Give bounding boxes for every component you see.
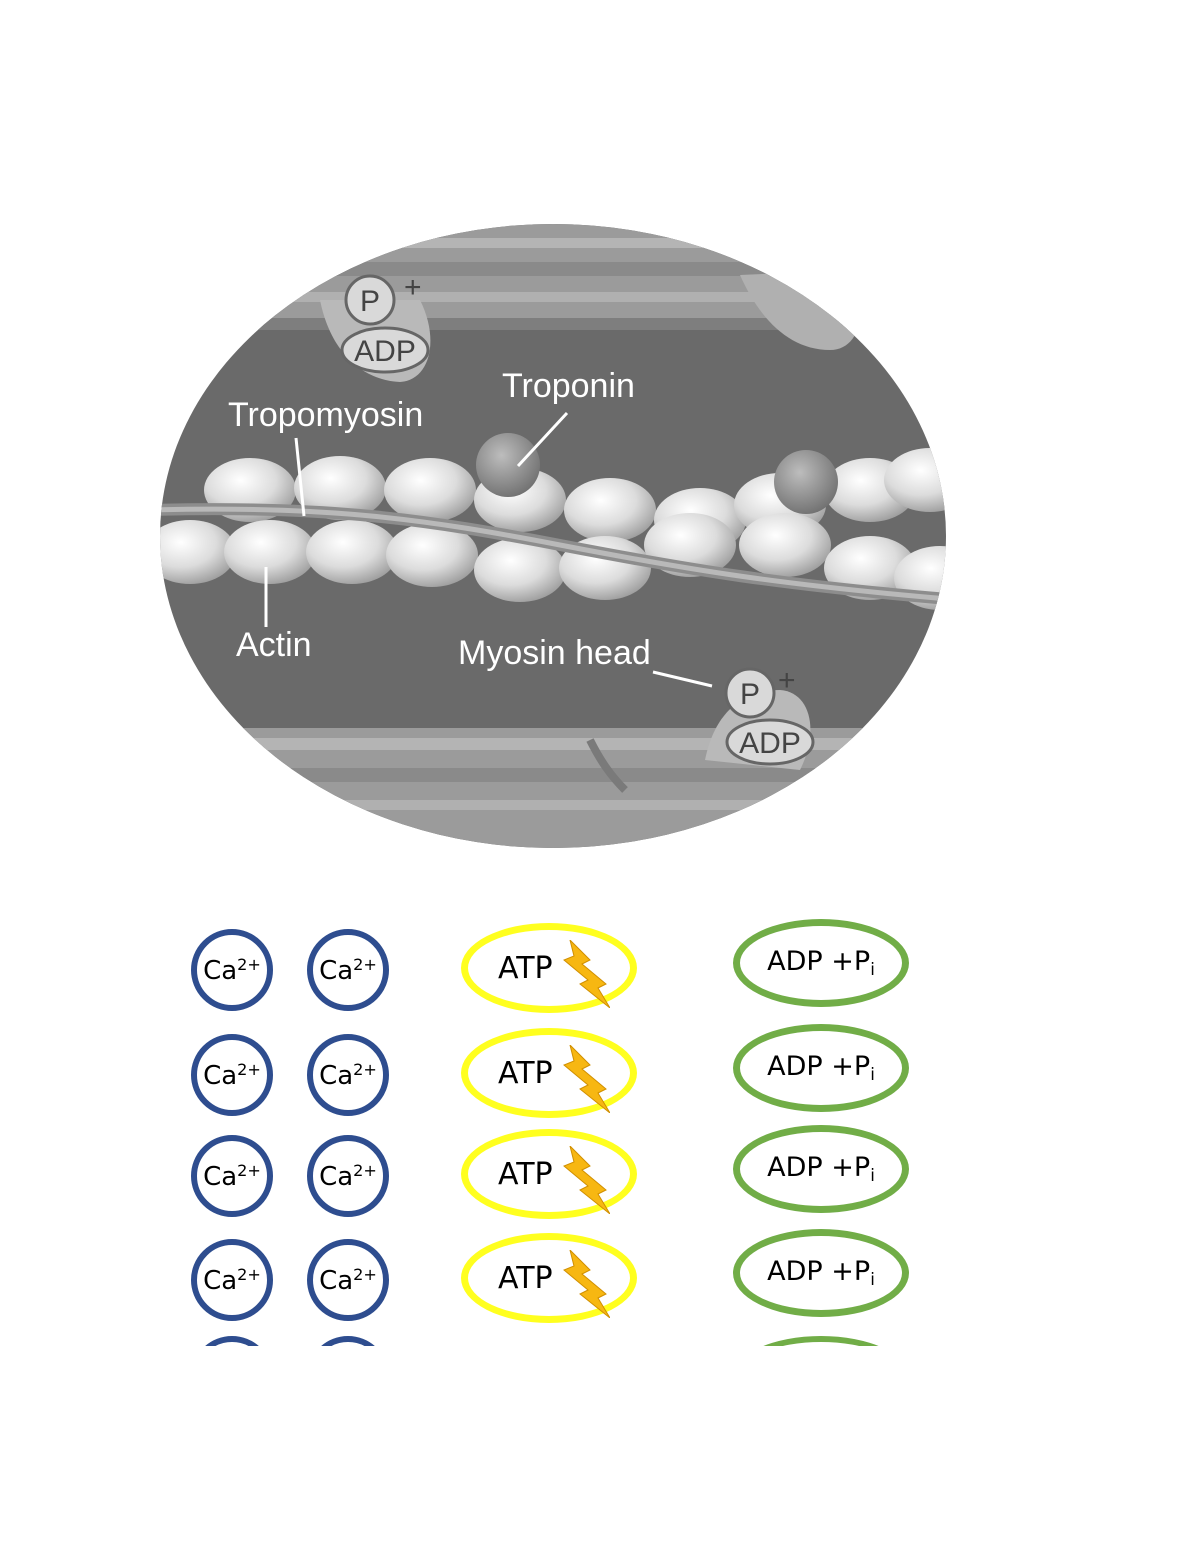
calcium-ion-token[interactable]: Ca2+ — [191, 1135, 273, 1217]
cut-off-token-edge — [307, 1336, 389, 1346]
atp-token[interactable]: ATP — [461, 1129, 637, 1219]
calcium-charge: 2+ — [353, 1160, 377, 1180]
adp-pi-label: ADP +Pi — [767, 946, 875, 980]
calcium-charge: 2+ — [353, 1059, 377, 1079]
upper-phosphate-label: P — [360, 285, 380, 318]
cut-off-token-edge — [191, 1336, 273, 1346]
calcium-charge: 2+ — [237, 1059, 261, 1079]
myosin-head-label: Myosin head — [458, 634, 651, 672]
calcium-charge: 2+ — [237, 954, 261, 974]
calcium-charge: 2+ — [237, 1264, 261, 1284]
atp-token[interactable]: ATP — [461, 1233, 637, 1323]
adp-pi-subscript: i — [870, 959, 875, 980]
calcium-label: Ca2+ — [203, 1264, 261, 1296]
lightning-bolt-icon — [563, 1045, 610, 1113]
calcium-ion-token[interactable]: Ca2+ — [307, 1239, 389, 1321]
adp-pi-label: ADP +Pi — [767, 1256, 875, 1290]
adp-pi-label: ADP +Pi — [767, 1051, 875, 1085]
calcium-ion-token[interactable]: Ca2+ — [191, 1239, 273, 1321]
lower-phosphate-label: P — [740, 678, 760, 711]
actin-bead — [474, 538, 566, 602]
adp-pi-token[interactable]: ADP +Pi — [733, 919, 909, 1007]
atp-token[interactable]: ATP — [461, 1028, 637, 1118]
actin-bead — [386, 523, 478, 587]
lower-plus-label: + — [778, 664, 796, 697]
adp-pi-token[interactable]: ADP +Pi — [733, 1125, 909, 1213]
calcium-label: Ca2+ — [319, 1059, 377, 1091]
adp-pi-subscript: i — [870, 1064, 875, 1085]
calcium-ion-token[interactable]: Ca2+ — [191, 929, 273, 1011]
atp-label: ATP — [498, 950, 553, 986]
atp-label: ATP — [498, 1055, 553, 1091]
actin-bead — [224, 520, 316, 584]
calcium-charge: 2+ — [237, 1160, 261, 1180]
adp-pi-label: ADP +Pi — [767, 1152, 875, 1186]
lightning-bolt-icon — [563, 1250, 610, 1318]
lower-adp-label: ADP — [739, 727, 801, 760]
atp-label: ATP — [498, 1260, 553, 1296]
partial-token-row — [0, 1336, 1200, 1346]
actin-bead — [160, 520, 236, 584]
cut-off-token-edge — [733, 1336, 909, 1346]
calcium-ion-token[interactable]: Ca2+ — [307, 1135, 389, 1217]
calcium-label: Ca2+ — [319, 954, 377, 986]
tropomyosin-label: Tropomyosin — [228, 396, 423, 434]
calcium-label: Ca2+ — [203, 1059, 261, 1091]
calcium-ion-token[interactable]: Ca2+ — [191, 1034, 273, 1116]
actin-bead — [739, 513, 831, 577]
calcium-label: Ca2+ — [319, 1160, 377, 1192]
actin-bead — [884, 448, 946, 512]
calcium-charge: 2+ — [353, 1264, 377, 1284]
adp-pi-subscript: i — [870, 1269, 875, 1290]
actin-label: Actin — [236, 626, 312, 664]
calcium-label: Ca2+ — [203, 954, 261, 986]
actin-bead — [306, 520, 398, 584]
actin-bead — [384, 458, 476, 522]
troponin-label: Troponin — [502, 367, 635, 405]
atp-token[interactable]: ATP — [461, 923, 637, 1013]
adp-pi-subscript: i — [870, 1165, 875, 1186]
calcium-label: Ca2+ — [319, 1264, 377, 1296]
calcium-ion-token[interactable]: Ca2+ — [307, 1034, 389, 1116]
atp-label: ATP — [498, 1156, 553, 1192]
actin-bead — [564, 478, 656, 542]
muscle-filament-diagram: P + ADP P + ADP Tropomyosin Troponin Act… — [160, 224, 946, 848]
calcium-ion-token[interactable]: Ca2+ — [307, 929, 389, 1011]
adp-pi-token[interactable]: ADP +Pi — [733, 1024, 909, 1112]
upper-adp-label: ADP — [354, 335, 416, 368]
upper-plus-label: + — [404, 271, 422, 304]
lightning-bolt-icon — [563, 940, 610, 1008]
calcium-label: Ca2+ — [203, 1160, 261, 1192]
lightning-bolt-icon — [563, 1146, 610, 1214]
adp-pi-token[interactable]: ADP +Pi — [733, 1229, 909, 1317]
actin-bead — [294, 456, 386, 520]
calcium-charge: 2+ — [353, 954, 377, 974]
